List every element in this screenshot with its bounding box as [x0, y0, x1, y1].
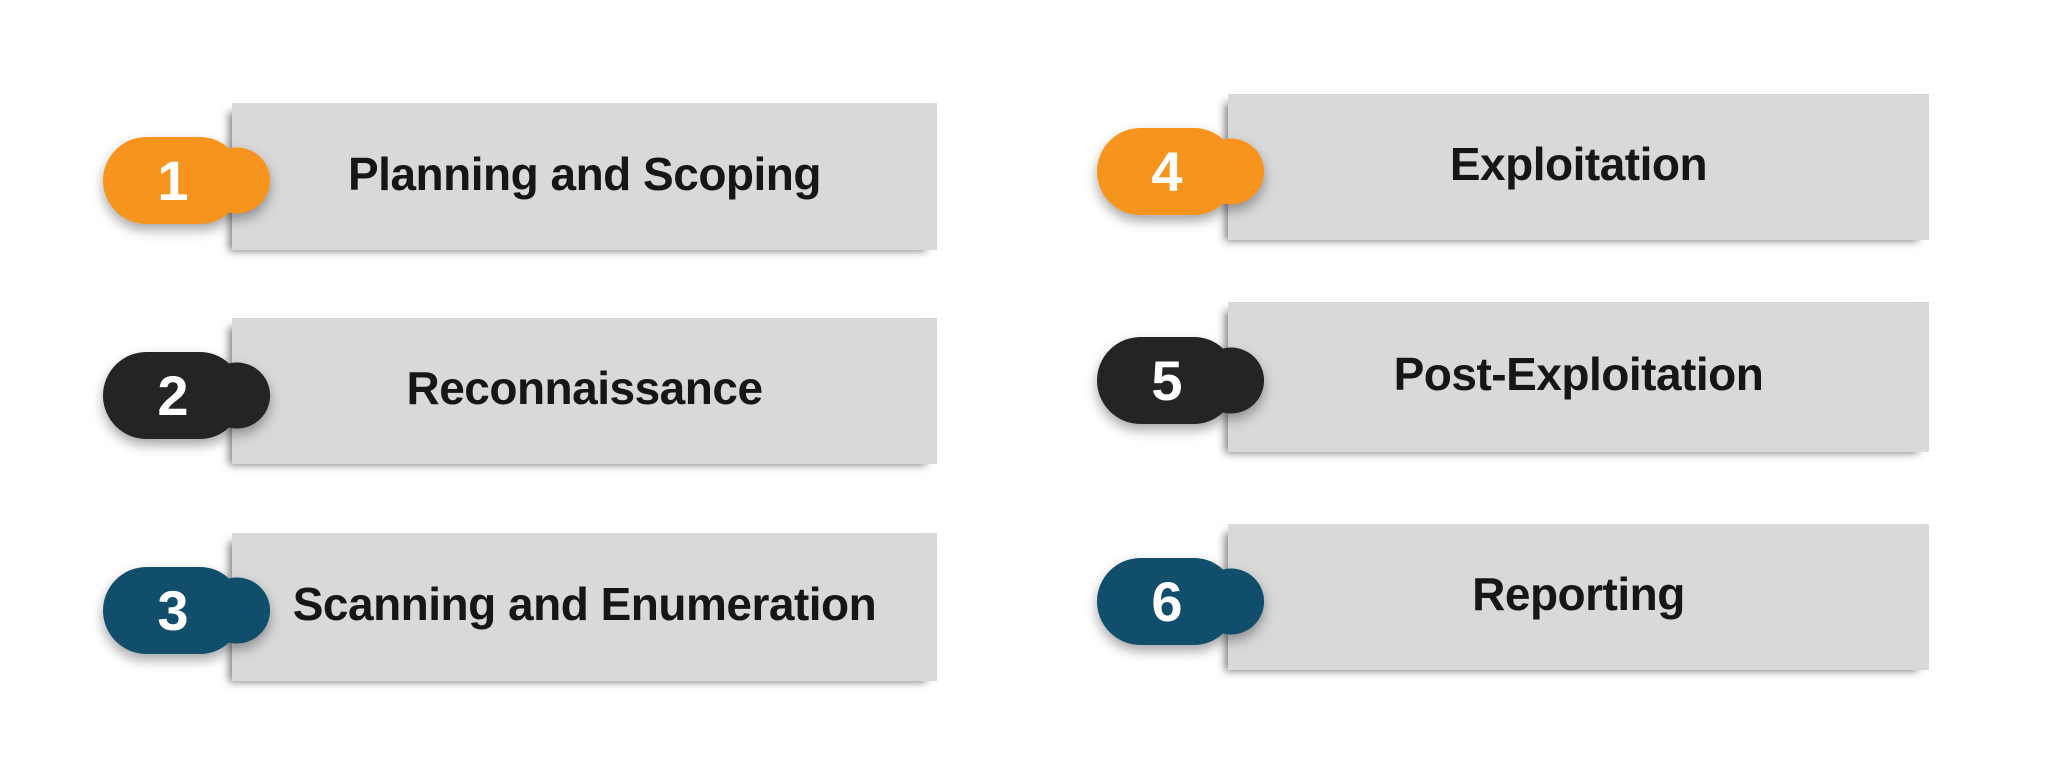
step-badge-2: 2: [103, 352, 270, 439]
step-number-6: 6: [1151, 570, 1183, 633]
step-label-5: Post-Exploitation: [1393, 348, 1764, 400]
step-label-4: Exploitation: [1449, 138, 1708, 190]
pill-badge-shape: [103, 352, 270, 439]
step-number-5: 5: [1151, 349, 1183, 412]
step-label-1: Planning and Scoping: [348, 147, 822, 200]
step-badge-6: 6: [1097, 558, 1264, 645]
pill-badge-shape: [1097, 337, 1264, 424]
step-label-3: Scanning and Enumeration: [292, 578, 877, 630]
step-badge-3: 3: [103, 567, 270, 654]
step-bar-2: Reconnaissance: [232, 318, 937, 464]
step-number-4: 4: [1151, 140, 1183, 203]
pill-badge-shape: [103, 567, 270, 654]
step-bar-1: Planning and Scoping: [232, 103, 937, 250]
step-badge-4: 4: [1097, 128, 1264, 215]
step-bar-4: Exploitation: [1228, 94, 1929, 240]
step-label-2: Reconnaissance: [406, 362, 763, 414]
step-badge-5: 5: [1097, 337, 1264, 424]
step-number-2: 2: [157, 364, 189, 427]
step-bar-3: Scanning and Enumeration: [232, 533, 937, 681]
pill-badge-shape: [1097, 128, 1264, 215]
pill-badge-shape: [1097, 558, 1264, 645]
step-bar-5: Post-Exploitation: [1228, 302, 1929, 452]
step-badge-1: 1: [103, 137, 270, 224]
pill-badge-shape: [103, 137, 270, 224]
step-number-1: 1: [157, 149, 189, 212]
step-number-3: 3: [157, 579, 189, 642]
step-label-6: Reporting: [1472, 568, 1685, 620]
step-bar-6: Reporting: [1228, 524, 1929, 670]
